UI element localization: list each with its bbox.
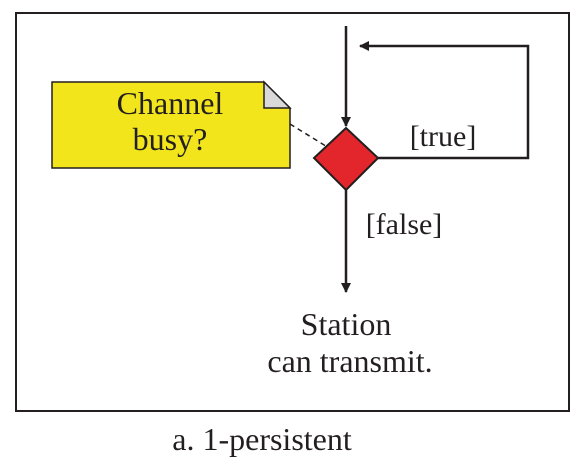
false-label: [false]	[366, 208, 443, 241]
diagram-caption: a. 1-persistent	[172, 421, 352, 457]
result-line-2: can transmit.	[267, 343, 432, 379]
result-line-1: Station	[301, 306, 392, 342]
note-connector-dashed	[289, 123, 343, 157]
note-line-2: busy?	[133, 121, 208, 157]
true-loop-path	[359, 41, 530, 160]
true-label: [true]	[410, 120, 477, 153]
note-line-1: Channel	[117, 85, 224, 121]
note-fold	[263, 80, 292, 109]
note-body	[51, 81, 291, 169]
diagram-frame	[15, 12, 570, 412]
note-channel-busy: Channel busy?	[51, 80, 292, 169]
